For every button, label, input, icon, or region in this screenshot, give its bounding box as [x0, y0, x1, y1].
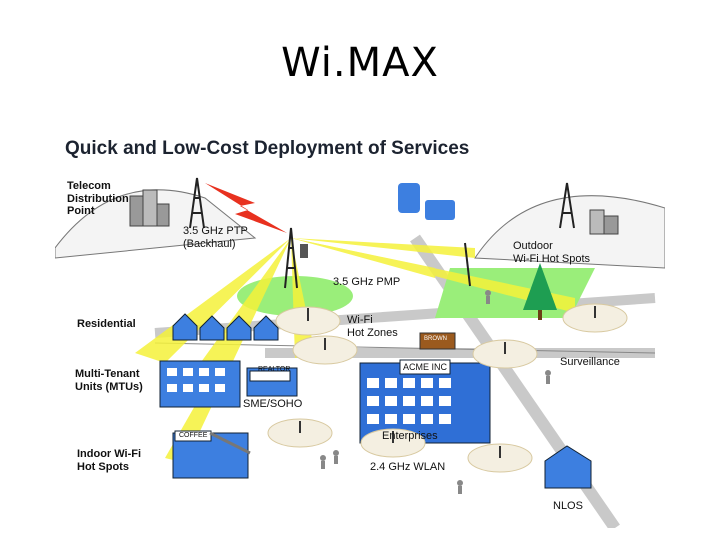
label-telecom: Telecom Distribution Point: [67, 180, 129, 218]
slide-title: Wi.MAX: [281, 40, 439, 86]
storage-box: [425, 200, 455, 220]
label-wifi-zones: Wi-Fi Hot Zones: [347, 314, 398, 339]
access-points: [299, 306, 596, 458]
label-nlos: NLOS: [553, 500, 583, 512]
telecom-buildings: [129, 177, 205, 229]
storage-cylinder: [398, 183, 420, 213]
label-indoor: Indoor Wi-Fi Hot Spots: [77, 448, 142, 473]
label-mtu: Multi-Tenant Units (MTUs): [75, 368, 143, 393]
sign-realtor: REALTOR: [258, 366, 291, 373]
sign-coffee: COFFEE: [179, 432, 208, 439]
backhaul-lightning: [205, 183, 287, 233]
wimax-diagram: Quick and Low-Cost Deployment of Service…: [55, 128, 665, 528]
label-backhaul: (Backhaul): [183, 238, 236, 250]
residential-houses: [172, 313, 279, 341]
diagram-canvas: [55, 177, 665, 528]
label-sme: SME/SOHO: [243, 398, 303, 410]
central-tower: [284, 227, 298, 289]
label-outdoor: Outdoor Wi-Fi Hot Spots: [513, 240, 591, 265]
label-ptp: 3.5 GHz PTP: [183, 225, 248, 237]
label-acme: ACME INC: [403, 362, 448, 372]
right-telecom: [559, 182, 619, 235]
delivery-truck: [419, 332, 456, 350]
nlos-house: [544, 445, 592, 489]
label-residential: Residential: [77, 318, 136, 330]
diagram-heading: Quick and Low-Cost Deployment of Service…: [65, 138, 470, 159]
people: [320, 290, 551, 494]
label-pmp: 3.5 GHz PMP: [333, 276, 401, 288]
sign-truck: BROWN: [424, 336, 447, 342]
label-enterprises: Enterprises: [382, 430, 438, 442]
tree: [523, 263, 557, 310]
label-wlan: 2.4 GHz WLAN: [370, 461, 446, 473]
label-surveillance: Surveillance: [560, 356, 620, 368]
tower-antenna: [300, 244, 308, 258]
outdoor-antenna: [464, 242, 471, 287]
